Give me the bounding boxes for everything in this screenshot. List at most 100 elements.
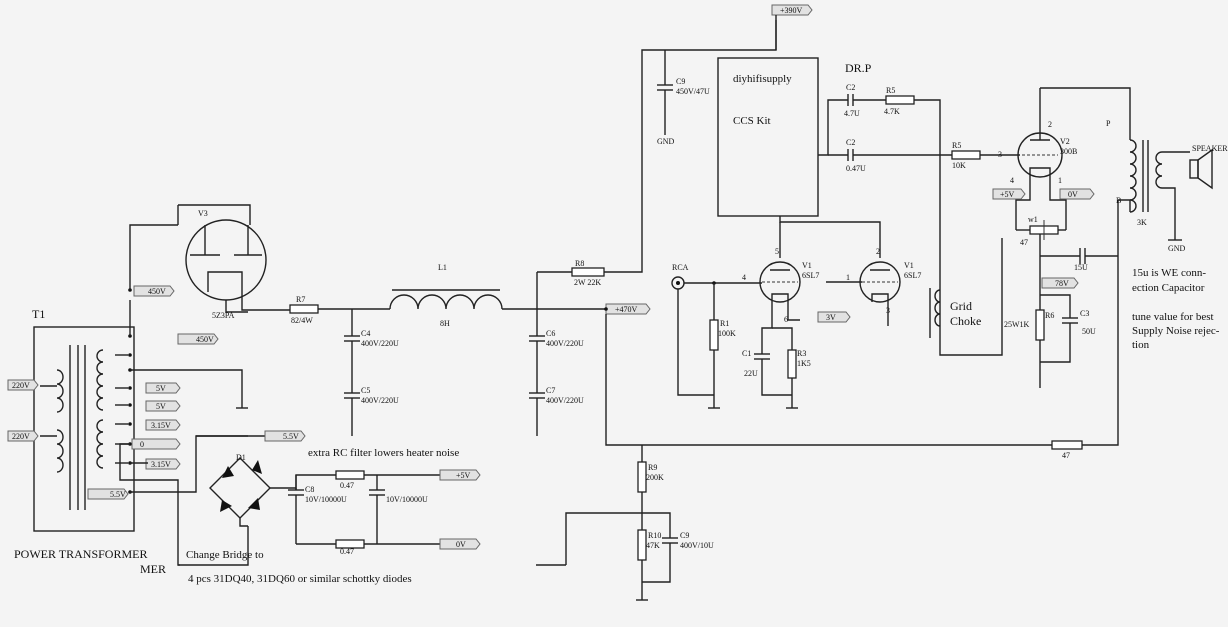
- flag-78v: 78V: [1041, 277, 1079, 289]
- choke-l1: [389, 289, 503, 310]
- gnd-speaker-label: GND: [1168, 244, 1186, 253]
- pin4-label: 4: [1010, 176, 1014, 185]
- input-tube-v1b: [859, 261, 901, 303]
- ccs-kit-label: CCS Kit: [733, 115, 771, 127]
- c1-value: 22U: [744, 369, 758, 378]
- p-label: P: [1106, 119, 1111, 128]
- flag-450v-b: 450V: [177, 333, 219, 345]
- c4-value: 400V/220U: [361, 339, 399, 348]
- c8-value: 10V/10000U: [305, 495, 347, 504]
- input-tube-v1a: [759, 261, 801, 303]
- r5a-label: R5: [886, 86, 895, 95]
- r1-value: 100K: [718, 329, 736, 338]
- c6-value: 400V/220U: [546, 339, 584, 348]
- r3-value: 1K5: [797, 359, 811, 368]
- svg-text:5V: 5V: [156, 402, 166, 411]
- capacitor-c6: [529, 272, 545, 393]
- v2-label: V2: [1060, 137, 1070, 146]
- bridge-note-line2: 4 pcs 31DQ40, 31DQ60 or similar schottky…: [188, 573, 412, 585]
- c2b-value: 0.47U: [846, 164, 866, 173]
- c9-top-label: C9: [676, 77, 685, 86]
- svg-text:5V: 5V: [156, 384, 166, 393]
- potentiometer-w1: [1016, 220, 1066, 240]
- v1a-type: 6SL7: [802, 271, 819, 280]
- note-15u-line1: 15u is WE conn-: [1132, 267, 1206, 279]
- c4-label: C4: [361, 329, 370, 338]
- svg-text:3.15V: 3.15V: [151, 421, 171, 430]
- speaker-icon: [1189, 148, 1213, 190]
- svg-text:0: 0: [140, 440, 144, 449]
- svg-text:+5V: +5V: [1000, 190, 1015, 199]
- resistor-r5b: [951, 150, 981, 160]
- r047a-value: 0.47: [340, 481, 354, 490]
- c9b-value: 400V/10U: [680, 541, 714, 550]
- c8-label: C8: [305, 485, 314, 494]
- rectifier-tube-v3: [177, 204, 290, 313]
- capacitor-c8: [288, 475, 304, 544]
- r5b-value: 10K: [952, 161, 966, 170]
- r6-label: R6: [1045, 311, 1054, 320]
- flag-3-15v-b: 3.15V: [145, 458, 181, 470]
- resistor-r6: [1035, 309, 1045, 341]
- flag-0v-b: 0V: [439, 538, 481, 550]
- svg-text:78V: 78V: [1055, 279, 1069, 288]
- r5a-value: 4.7K: [884, 107, 900, 116]
- flag-5-5v-b: 5.5V: [264, 430, 306, 442]
- flag-plus5v: +5V: [992, 188, 1026, 200]
- output-transformer: [1118, 139, 1190, 241]
- c9b-label: C9: [680, 531, 689, 540]
- pin1b-label: 1: [846, 273, 850, 282]
- gnd-label: GND: [657, 137, 675, 146]
- svg-text:+470V: +470V: [615, 305, 638, 314]
- w1-value: 47: [1020, 238, 1028, 247]
- grid-choke: [929, 288, 941, 338]
- c9-top-value: 450V/47U: [676, 87, 710, 96]
- c2a-label: C2: [846, 83, 855, 92]
- capacitor-c4: [344, 309, 360, 393]
- c7-value: 400V/220U: [546, 396, 584, 405]
- resistor-r9: [637, 461, 647, 493]
- svg-text:0V: 0V: [1068, 190, 1078, 199]
- r3-label: R3: [797, 349, 806, 358]
- v1b-type: 6SL7: [904, 271, 921, 280]
- capacitor-c7: [529, 392, 545, 436]
- bridge-note-line1: Change Bridge to: [186, 549, 264, 561]
- r9-label: R9: [648, 463, 657, 472]
- c2a-value: 4.7U: [844, 109, 860, 118]
- ccs-kit-box: [717, 57, 819, 217]
- resistor-r7: [289, 304, 319, 314]
- pin2-label: 2: [1048, 120, 1052, 129]
- resistor-r47: [1051, 440, 1083, 450]
- flag-plus5v-b: +5V: [439, 469, 481, 481]
- b-label: B: [1116, 196, 1121, 205]
- ccs-name: diyhifisupply: [733, 73, 792, 85]
- pin2b-label: 2: [876, 247, 880, 256]
- resistor-r047a: [335, 470, 365, 480]
- r7-value: 82/4W: [291, 316, 313, 325]
- svg-text:5.5V: 5.5V: [283, 432, 299, 441]
- r47-value: 47: [1062, 451, 1070, 460]
- flag-5v-a: 5V: [145, 382, 181, 394]
- rca-jack[interactable]: [671, 276, 685, 290]
- v3-type: 5Z3PA: [212, 311, 235, 320]
- svg-text:+5V: +5V: [456, 471, 471, 480]
- c1-label: C1: [742, 349, 751, 358]
- v3-label: V3: [198, 209, 208, 218]
- note-tune-line2: Supply Noise rejec-: [1132, 325, 1220, 337]
- resistor-r1: [709, 319, 719, 351]
- svg-text:5.5V: 5.5V: [110, 490, 126, 499]
- resistor-r8: [571, 267, 605, 277]
- flag-3-15v-a: 3.15V: [145, 419, 181, 431]
- power-tube-v2: [1015, 88, 1067, 230]
- pin5-label: 5: [775, 247, 779, 256]
- flag-0: 0: [131, 438, 181, 450]
- capacitor-c5: [344, 392, 360, 436]
- v1a-label: V1: [802, 261, 812, 270]
- r5b-label: R5: [952, 141, 961, 150]
- flag-220v-b: 220V: [7, 430, 39, 442]
- r047b-value: 0.47: [340, 547, 354, 556]
- transformer-label-tail: MER: [140, 562, 166, 576]
- flag-470v: +470V: [605, 303, 651, 315]
- grid-choke-label2: Choke: [950, 314, 981, 328]
